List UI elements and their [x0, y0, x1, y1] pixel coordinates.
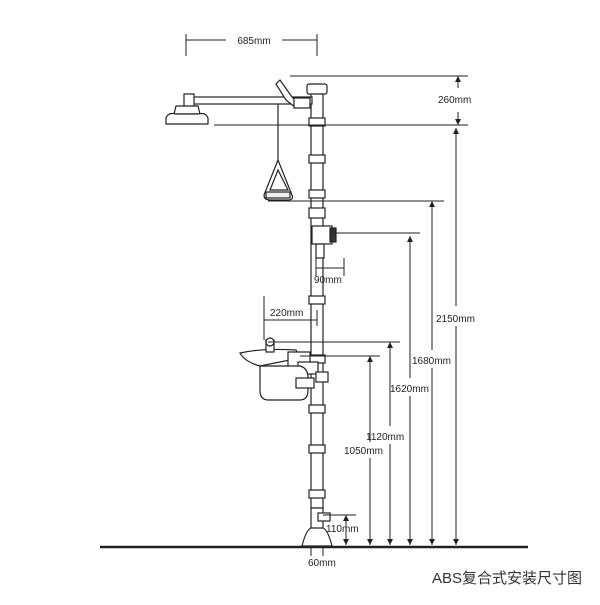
- dim-shower-arm-width: [185, 34, 318, 56]
- dim-base-width: [310, 547, 324, 556]
- dim-push-valve-width: [315, 258, 345, 276]
- dim-eyewash-arm-width: [263, 296, 318, 340]
- label-inlet-height: 110mm: [326, 524, 359, 535]
- label-push-valve-height: 1620mm: [390, 384, 429, 395]
- label-shower-head-height: 260mm: [438, 95, 471, 106]
- label-shower-arm-width: 685mm: [237, 36, 270, 47]
- push-valve: [311, 225, 337, 259]
- label-eyewash-height: 1120mm: [366, 432, 404, 443]
- label-base-width: 60mm: [308, 558, 336, 569]
- diagram-title: ABS复合式安装尺寸图: [431, 570, 582, 587]
- shower-arm: [189, 79, 313, 109]
- shower-head: [165, 93, 209, 125]
- base-flange: [301, 507, 333, 547]
- label-eyewash-arm-width: 220mm: [270, 308, 303, 319]
- main-pipe: [306, 83, 328, 509]
- pull-handle: [263, 104, 294, 201]
- label-total-height: 2150mm: [436, 314, 475, 325]
- label-eyewash-bowl-height: 1050mm: [344, 446, 383, 457]
- label-pull-handle-height: 1680mm: [412, 356, 451, 367]
- label-push-valve-width: 90mm: [314, 275, 342, 286]
- eyewash-assembly: [239, 337, 329, 401]
- reference-lines: [214, 75, 468, 516]
